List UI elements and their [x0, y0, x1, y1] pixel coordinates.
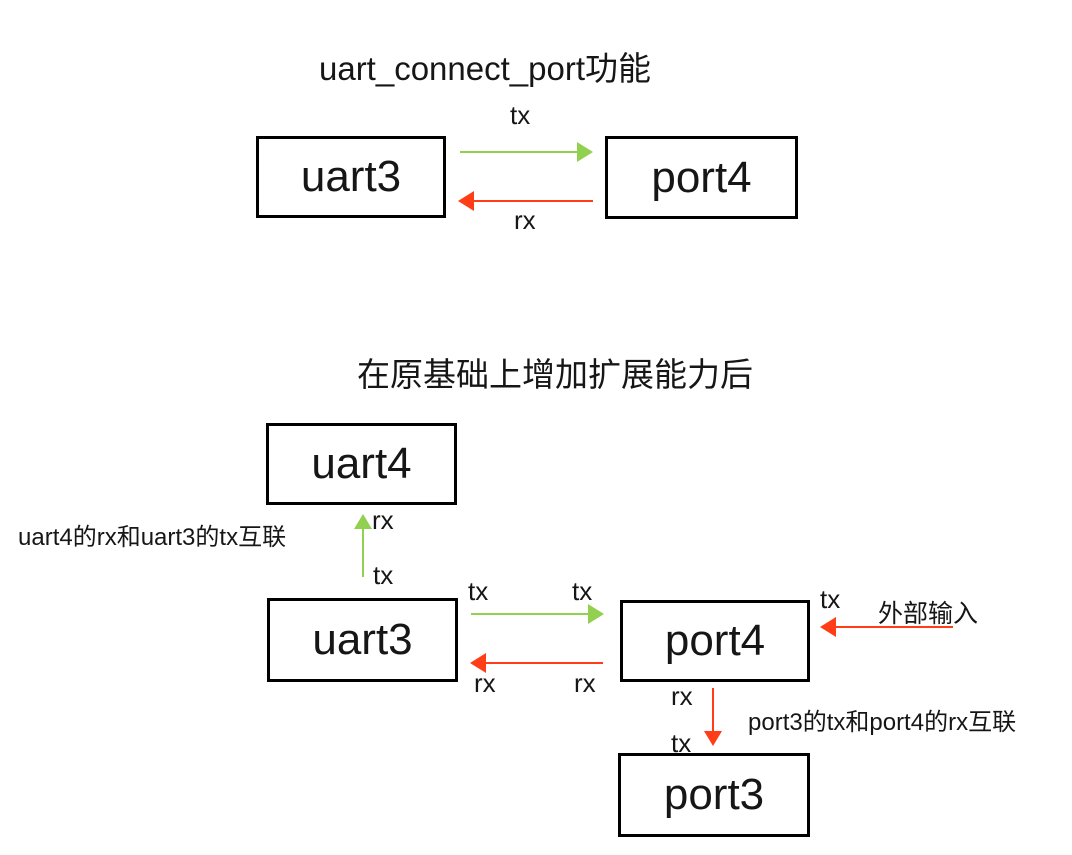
d2-tx-head-label: tx — [572, 576, 593, 606]
d2-tx-tail-label: tx — [468, 576, 489, 606]
d2-rx-arrow-line — [486, 662, 603, 664]
d2-port4-node-label: port4 — [664, 616, 766, 665]
d2-tx-arrowhead-icon — [588, 604, 604, 624]
uart-link-arrow-line — [362, 529, 364, 577]
d2-uart3-node-label: uart3 — [312, 615, 413, 664]
d2-tx-arrow-line — [471, 613, 589, 615]
d2-uart4-node: uart4 — [266, 423, 457, 505]
d1-rx-label: rx — [514, 205, 536, 235]
d2-port3-node-label: port3 — [663, 770, 765, 819]
d1-rx-arrowhead-icon — [458, 191, 474, 211]
uart-link-annotation: uart4的rx和uart3的tx互联 — [18, 524, 287, 551]
uart-link-rx-label: rx — [372, 505, 394, 535]
port-link-tx-label: tx — [671, 728, 692, 758]
d2-rx-head-label: rx — [474, 668, 496, 698]
d1-tx-label: tx — [510, 100, 531, 130]
d2-uart3-node: uart3 — [267, 598, 458, 682]
d2-uart4-node-label: uart4 — [311, 439, 412, 488]
d2-rx-arrowhead-icon — [470, 653, 486, 673]
uart-link-arrowhead-icon — [354, 514, 372, 529]
uart-link-tx-label: tx — [373, 560, 394, 590]
d1-port4-node-label: port4 — [651, 152, 752, 202]
diagram1-title: uart_connect_port功能 — [318, 50, 651, 87]
port-link-annotation: port3的tx和port4的rx互联 — [748, 709, 1017, 736]
port-link-arrowhead-icon — [704, 731, 722, 746]
d1-tx-arrowhead-icon — [577, 142, 593, 162]
port-link-arrow-line — [712, 688, 714, 731]
external-input-annotation: 外部输入 — [878, 600, 979, 628]
diagram2-title: 在原基础上增加扩展能力后 — [357, 356, 753, 393]
external-input-arrow-line — [836, 626, 953, 628]
port-link-rx-label: rx — [671, 681, 693, 711]
d1-uart3-node: uart3 — [256, 136, 446, 218]
d2-port4-node: port4 — [620, 600, 810, 682]
external-input-tx-label: tx — [820, 584, 841, 614]
d1-rx-arrow-line — [474, 200, 593, 202]
d1-tx-arrow-line — [460, 151, 578, 153]
d2-rx-tail-label: rx — [574, 668, 596, 698]
d1-uart3-node-label: uart3 — [300, 152, 402, 201]
external-input-arrowhead-icon — [820, 617, 836, 637]
d1-port4-node: port4 — [605, 136, 798, 219]
d2-port3-node: port3 — [618, 753, 810, 837]
